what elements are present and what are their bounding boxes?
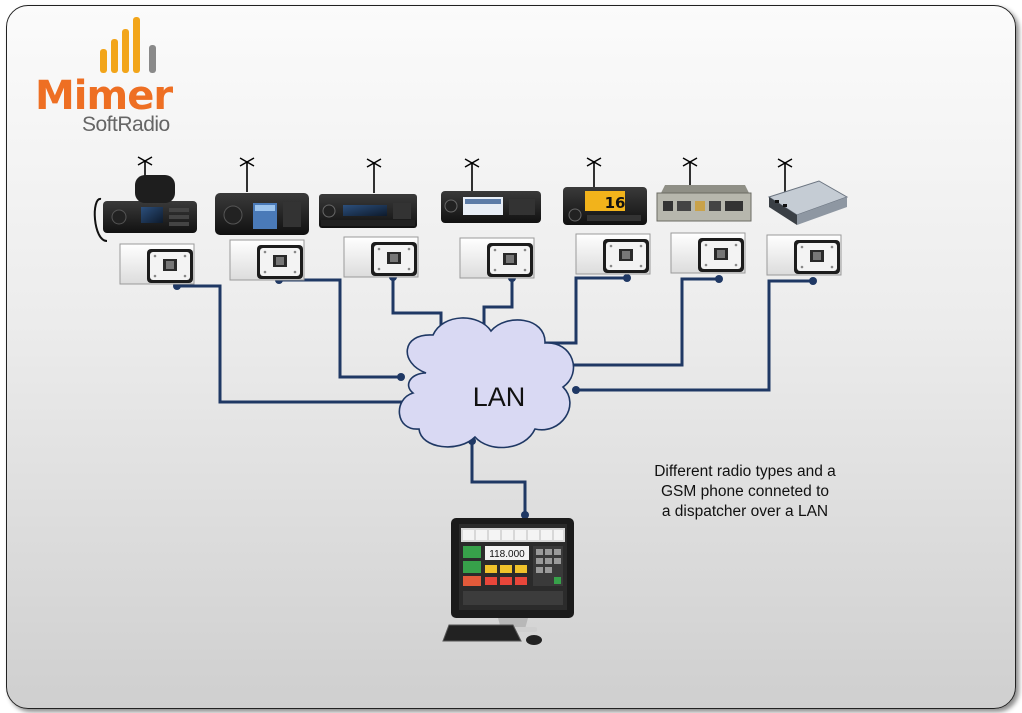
logo-subtitle: SoftRadio: [82, 113, 170, 136]
radio-module: [656, 185, 752, 222]
logo-name: Mimer: [35, 73, 173, 119]
gsm-modem: [767, 180, 849, 225]
interface-box-7: [766, 234, 842, 276]
link-device-1: [177, 284, 413, 404]
link-device-2: [279, 278, 401, 379]
mobile-radio-long: [319, 194, 417, 228]
link-dispatcher: [470, 441, 527, 515]
interface-box-3: [343, 236, 419, 278]
dispatcher-computer: 118.000: [442, 518, 574, 645]
interface-box-1: [119, 243, 195, 285]
lan-label: LAN: [472, 382, 526, 412]
marine-radio: 16: [563, 187, 647, 225]
network-diagram: 16: [93, 17, 849, 645]
caption: Different radio types and a GSM phone co…: [631, 462, 859, 522]
mobile-radio-with-microphone: [93, 175, 197, 242]
caption-line-1: Different radio types and a: [654, 463, 836, 480]
interface-box-2: [229, 239, 305, 281]
caption-line-3: a dispatcher over a LAN: [661, 503, 829, 520]
marine-radio-channel: 16: [605, 194, 626, 212]
slide-frame: 16: [6, 5, 1016, 709]
dispatcher-display-value: 118.000: [489, 549, 525, 560]
link-device-4: [482, 278, 514, 335]
interface-box-4: [459, 237, 535, 279]
caption-line-2: GSM phone conneted to: [660, 483, 830, 500]
link-device-7: [576, 279, 813, 392]
logo-mark: [100, 17, 156, 73]
interface-box-5: [575, 233, 651, 275]
interface-box-6: [670, 232, 746, 274]
lan-cloud: [398, 317, 575, 449]
mobile-radio-compact: [441, 191, 541, 223]
link-device-6: [542, 277, 719, 367]
mobile-radio-color-display: [215, 193, 309, 235]
